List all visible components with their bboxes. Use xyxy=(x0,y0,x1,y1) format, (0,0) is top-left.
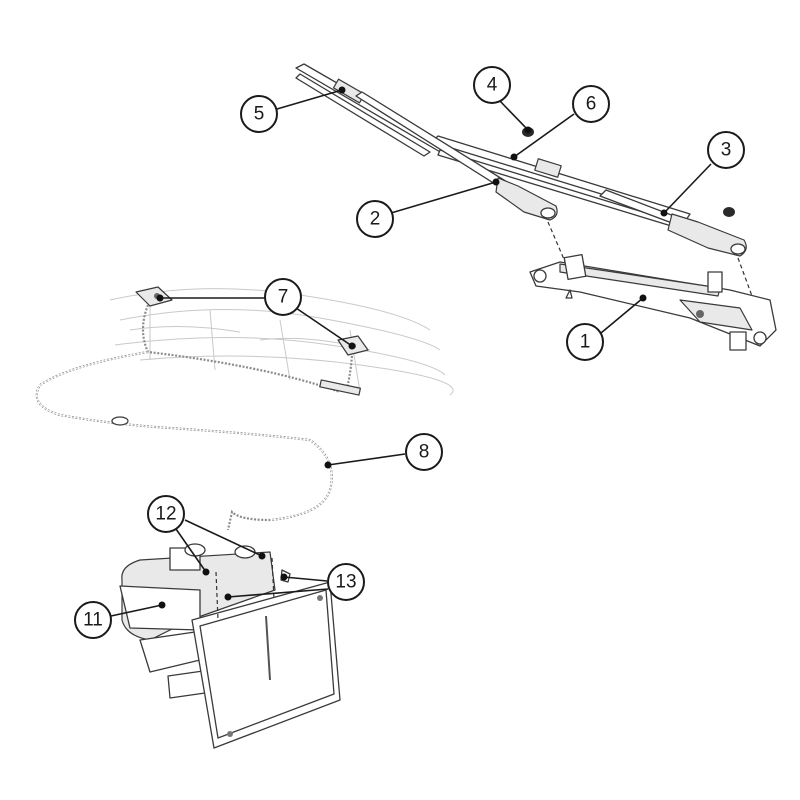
callout-5: 5 xyxy=(240,95,278,133)
callout-13-label: 13 xyxy=(335,572,356,593)
callout-11-label: 11 xyxy=(83,610,103,631)
washer-hose xyxy=(35,304,361,531)
callout-7: 7 xyxy=(264,278,302,316)
callout-4: 4 xyxy=(473,66,511,104)
callout-11: 11 xyxy=(74,601,112,639)
callout-6-label: 6 xyxy=(586,94,597,115)
wiper-arm-right xyxy=(599,189,747,257)
wiper-arm-left xyxy=(355,91,558,221)
callout-4-label: 4 xyxy=(487,75,498,96)
nut-lower xyxy=(723,207,735,217)
assembly-line-right xyxy=(737,257,753,297)
washer-nozzle-left xyxy=(135,286,173,307)
washer-reservoir xyxy=(119,543,276,699)
assembly-line-screw-a xyxy=(215,571,219,621)
wiper-linkage-assembly xyxy=(529,253,777,351)
callout-1-label: 1 xyxy=(580,332,591,353)
callout-2: 2 xyxy=(356,200,394,238)
wiper-blade-left xyxy=(295,63,451,157)
mounting-bracket xyxy=(191,581,341,749)
callout-3-label: 3 xyxy=(721,140,732,161)
callout-2-label: 2 xyxy=(370,209,381,230)
callout-1: 1 xyxy=(566,323,604,361)
callout-12: 12 xyxy=(147,495,185,533)
leader-lines xyxy=(110,86,712,617)
callout-12-label: 12 xyxy=(155,504,176,525)
callout-13: 13 xyxy=(327,563,365,601)
assembly-line-left xyxy=(547,221,567,265)
callout-5-label: 5 xyxy=(254,104,265,125)
callout-6: 6 xyxy=(572,85,610,123)
callout-3: 3 xyxy=(707,131,745,169)
callout-7-label: 7 xyxy=(278,287,289,308)
callout-8: 8 xyxy=(405,433,443,471)
callout-8-label: 8 xyxy=(419,442,430,463)
